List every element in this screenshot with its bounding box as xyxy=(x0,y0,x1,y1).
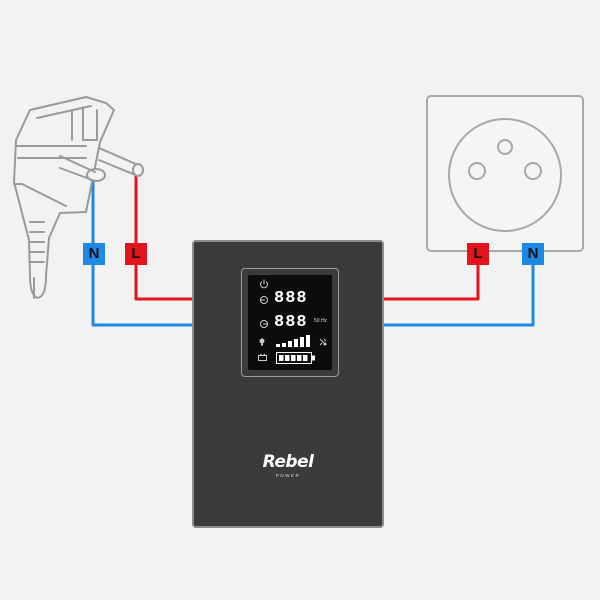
battery-icon xyxy=(276,352,315,364)
plug-live-label: L xyxy=(125,243,147,265)
wall-socket-icon xyxy=(426,95,584,252)
output-icon xyxy=(260,320,268,328)
load-bars-icon xyxy=(276,335,310,347)
frequency-label: 50 Hz xyxy=(314,318,328,324)
bulb-icon xyxy=(259,338,265,346)
input-value-display: 888 xyxy=(274,289,308,308)
brand-tagline: POWER xyxy=(275,473,301,478)
lcd-screen: 888 888 50 Hz xyxy=(248,275,332,370)
socket-neutral-label: N xyxy=(522,243,544,265)
plug-icon xyxy=(319,338,327,346)
input-icon xyxy=(260,296,268,304)
speaker-icon xyxy=(258,354,267,361)
ups-device: 888 888 50 Hz xyxy=(192,240,384,528)
plug-live-wire xyxy=(134,170,194,301)
schuko-plug-icon xyxy=(13,96,144,299)
brand-logo: Rebel xyxy=(262,452,314,472)
power-icon xyxy=(260,279,268,289)
plug-neutral-label: N xyxy=(83,243,105,265)
socket-live-label: L xyxy=(467,243,489,265)
plug-neutral-wire xyxy=(91,174,194,327)
lcd-panel: 888 888 50 Hz xyxy=(241,268,339,377)
output-value-display: 888 xyxy=(274,313,308,332)
